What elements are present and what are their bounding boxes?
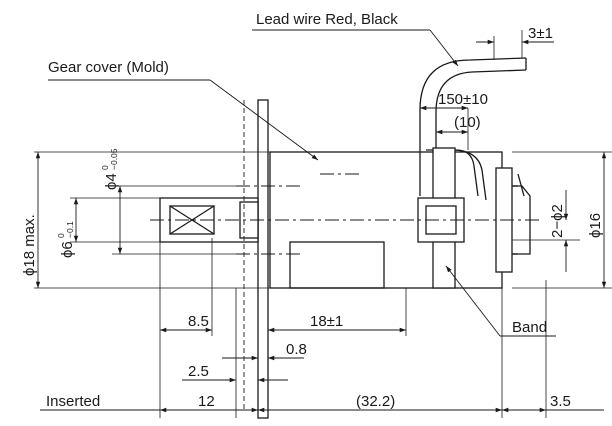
lead-wire-callout: Lead wire Red, Black bbox=[256, 11, 398, 28]
shaft-dia-dim: ϕ6 0 −0.1 bbox=[56, 221, 76, 258]
flange-thickness-dim: 0.8 bbox=[286, 341, 307, 358]
motor-outline bbox=[159, 99, 531, 419]
body-label-plate bbox=[289, 241, 385, 289]
svg-text:2−ϕ2: 2−ϕ2 bbox=[549, 204, 566, 238]
band-callout: Band bbox=[512, 319, 547, 336]
svg-text:ϕ4: ϕ4 bbox=[103, 173, 120, 190]
overall-dia-dim: ϕ18 max. bbox=[21, 214, 38, 276]
mounting-flange bbox=[257, 99, 269, 419]
svg-text:0: 0 bbox=[100, 165, 110, 170]
wire-span-dim: (10) bbox=[454, 114, 481, 131]
boss-dia-dim: ϕ4 0 −0.05 bbox=[100, 148, 120, 190]
overall-length-dim: (32.2) bbox=[356, 393, 395, 410]
boss-length-dim: 2.5 bbox=[188, 363, 209, 380]
body-dia-dim: ϕ16 bbox=[587, 213, 604, 238]
wire-length-dim: 150±10 bbox=[438, 91, 488, 108]
svg-text:−0.05: −0.05 bbox=[109, 148, 119, 170]
inserted-label: Inserted bbox=[46, 393, 100, 410]
hole-dia-dim: 2−ϕ2 bbox=[549, 204, 566, 238]
svg-text:ϕ18 max.: ϕ18 max. bbox=[21, 214, 38, 276]
shaft-length-dim: 8.5 bbox=[188, 313, 209, 330]
center-lines bbox=[150, 173, 540, 255]
end-length-dim: 3.5 bbox=[550, 393, 571, 410]
terminal-tab bbox=[512, 185, 531, 255]
body-length-dim: 18±1 bbox=[310, 313, 343, 330]
leader-lines bbox=[48, 29, 556, 337]
gear-cover-callout: Gear cover (Mold) bbox=[48, 59, 169, 76]
svg-text:ϕ6: ϕ6 bbox=[59, 241, 76, 258]
svg-text:0: 0 bbox=[56, 233, 66, 238]
svg-text:−0.1: −0.1 bbox=[65, 221, 75, 238]
svg-text:ϕ16: ϕ16 bbox=[587, 213, 604, 238]
inserted-length-dim: 12 bbox=[198, 393, 215, 410]
wire-strip-dim: 3±1 bbox=[528, 25, 553, 42]
dimension-lines bbox=[35, 39, 607, 413]
